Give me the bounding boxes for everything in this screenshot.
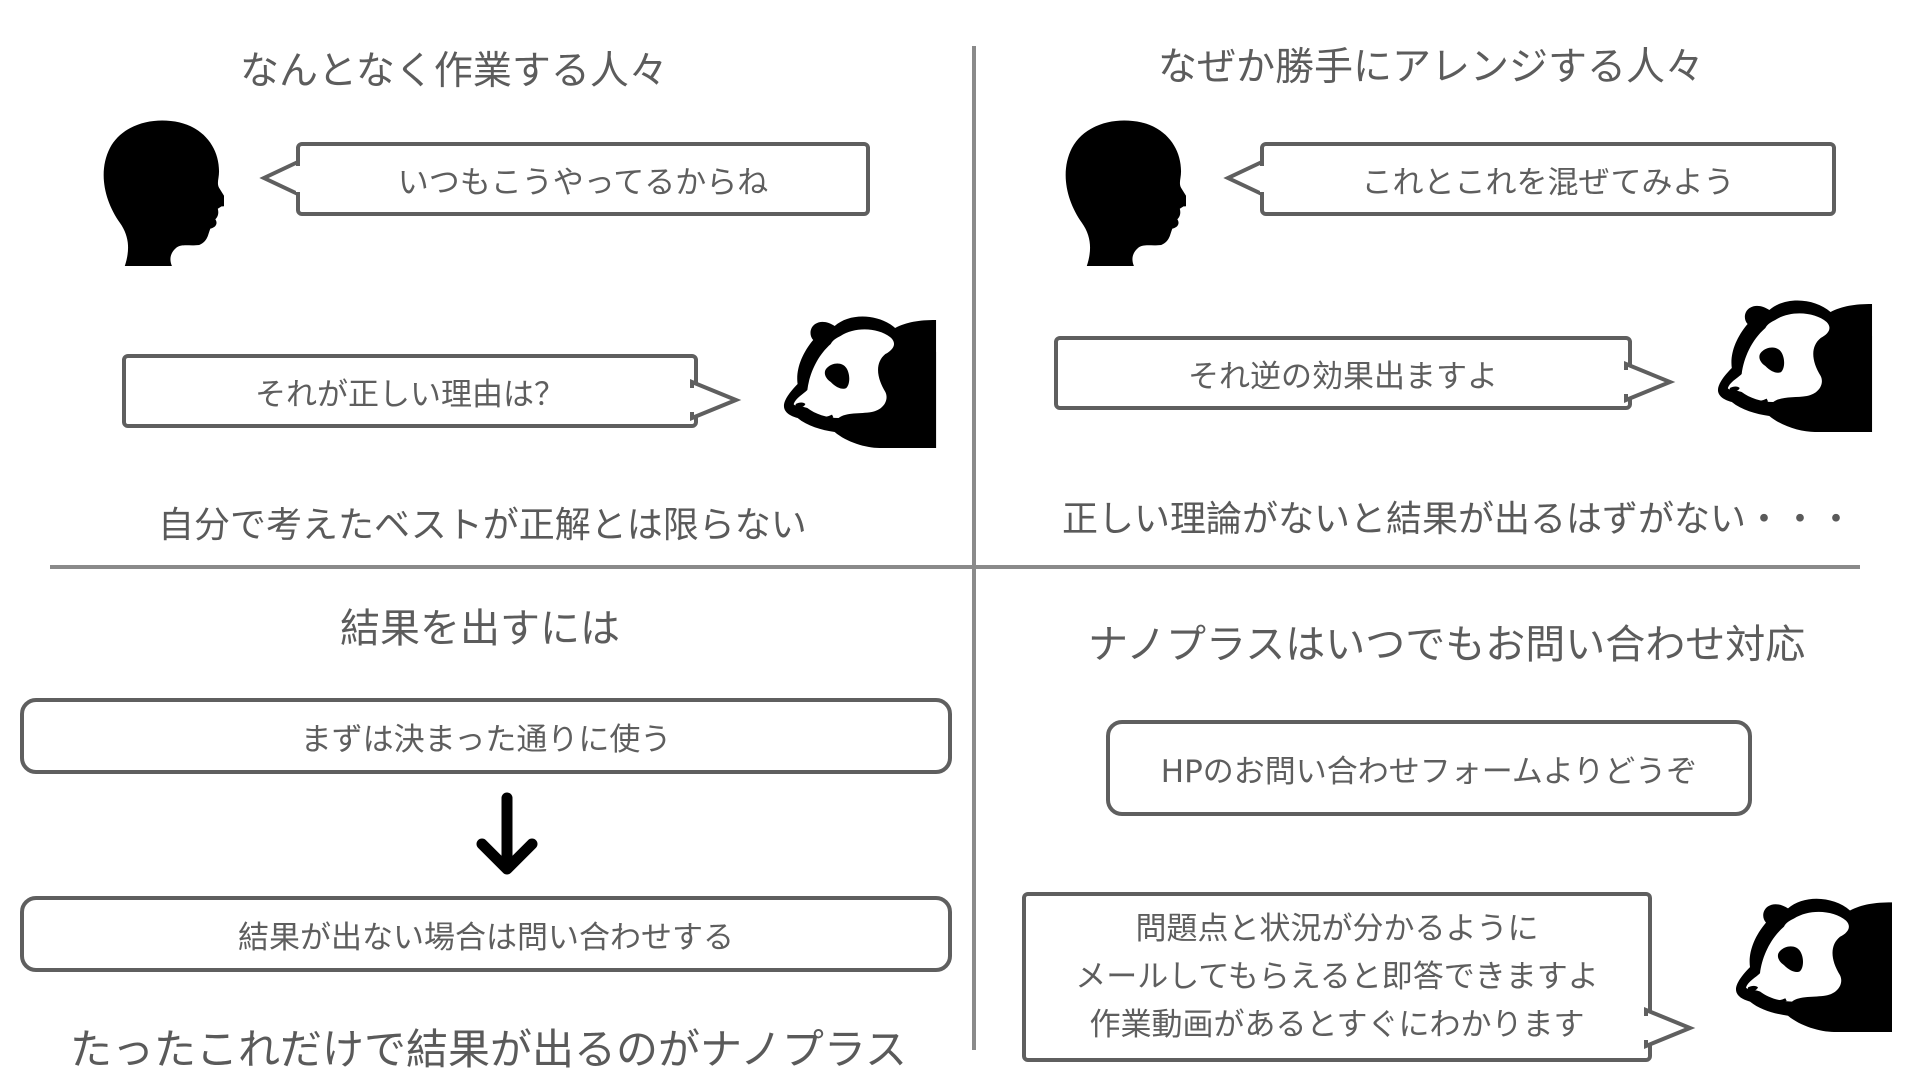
human-speech-text: いつもこうやってるからね <box>397 164 769 201</box>
q1-footnote: 自分で考えたベストが正解とは限らない <box>158 505 807 546</box>
step2-text: 結果が出ない場合は問い合わせする <box>238 919 734 956</box>
advice-line-2: メールしてもらえると即答できますよ <box>1075 959 1599 995</box>
vertical-divider <box>972 46 976 1050</box>
q4-title: ナノプラスはいつでもお問い合わせ対応 <box>1088 622 1806 668</box>
contact-form-box: HPのお問い合わせフォームよりどうぞ <box>1106 720 1752 816</box>
q1-title: なんとなく作業する人々 <box>240 49 668 94</box>
panda-head-icon <box>1716 276 1874 436</box>
human-head-icon <box>1062 120 1186 266</box>
step2-box: 結果が出ない場合は問い合わせする <box>20 896 952 972</box>
q2-footnote: 正しい理論がないと結果が出るはずがない・・・ <box>1062 499 1855 540</box>
panda-bubble-tail <box>690 379 742 421</box>
panda-head-icon <box>782 292 938 452</box>
contact-form-text: HPのお問い合わせフォームよりどうぞ <box>1160 753 1698 790</box>
panda-speech-text: それ逆の効果出ますよ <box>1188 358 1498 395</box>
human-speech-text: これとこれを混ぜてみよう <box>1361 164 1735 201</box>
human-head-icon <box>100 120 224 266</box>
q2-title: なぜか勝手にアレンジする人々 <box>1158 45 1705 90</box>
panda-speech-bubble: それ逆の効果出ますよ <box>1054 336 1632 410</box>
panda-bubble-tail <box>1624 361 1676 403</box>
advice-line-1: 問題点と状況が分かるように <box>1135 911 1539 947</box>
panda-bubble-tail <box>1644 1007 1696 1049</box>
horizontal-divider <box>50 565 1860 569</box>
step1-text: まずは決まった通りに使う <box>300 721 672 758</box>
human-speech-bubble: いつもこうやってるからね <box>296 142 870 216</box>
panda-speech-text: それが正しい理由は？ <box>255 376 565 413</box>
human-speech-bubble: これとこれを混ぜてみよう <box>1260 142 1836 216</box>
advice-line-3: 作業動画があるとすぐにわかります <box>1089 1007 1585 1043</box>
step1-box: まずは決まった通りに使う <box>20 698 952 774</box>
panda-advice-bubble: 問題点と状況が分かるように メールしてもらえると即答できますよ 作業動画があると… <box>1022 892 1652 1062</box>
panda-head-icon <box>1734 874 1894 1036</box>
q3-footnote: たったこれだけで結果が出るのがナノプラス <box>70 1025 908 1074</box>
q3-title: 結果を出すには <box>340 606 620 652</box>
arrow-down-icon <box>476 792 538 875</box>
human-bubble-tail-cover <box>296 166 304 192</box>
panda-speech-bubble: それが正しい理由は？ <box>122 354 698 428</box>
human-bubble-tail-cover <box>1260 166 1268 192</box>
